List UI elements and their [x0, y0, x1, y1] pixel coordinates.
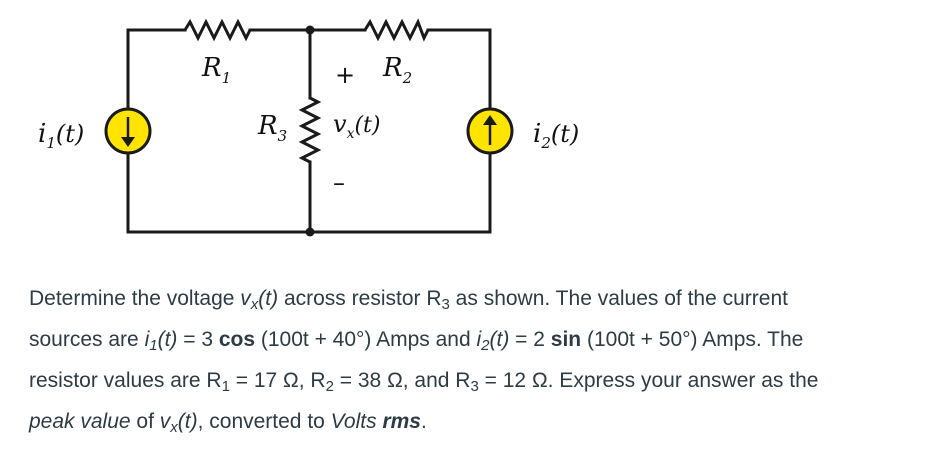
vx-minus-sign: –: [333, 169, 345, 197]
problem-statement: Determine the voltage vx(t) across resis…: [29, 287, 819, 436]
current-source-2: [466, 107, 514, 155]
resistor-r1: [183, 18, 252, 42]
resistor-r3: [298, 96, 322, 164]
label-r2: R2: [382, 53, 412, 87]
label-vx: vx(t): [333, 110, 380, 142]
label-r3: R3: [257, 111, 287, 145]
arrow-down-icon: [121, 117, 135, 147]
circuit-diagram: i1(t) i2(t) R1 R2 R3 vx(t) + –: [38, 18, 579, 237]
arrow-up-icon: [483, 115, 497, 145]
node-top: [305, 25, 315, 35]
label-i2: i2(t): [533, 119, 579, 152]
label-i1: i1(t): [38, 119, 84, 152]
vx-plus-sign: +: [335, 61, 355, 89]
resistor-r2: [363, 18, 430, 42]
label-r1: R1: [201, 53, 231, 87]
current-source-1: [104, 107, 152, 155]
node-bottom: [305, 227, 315, 237]
